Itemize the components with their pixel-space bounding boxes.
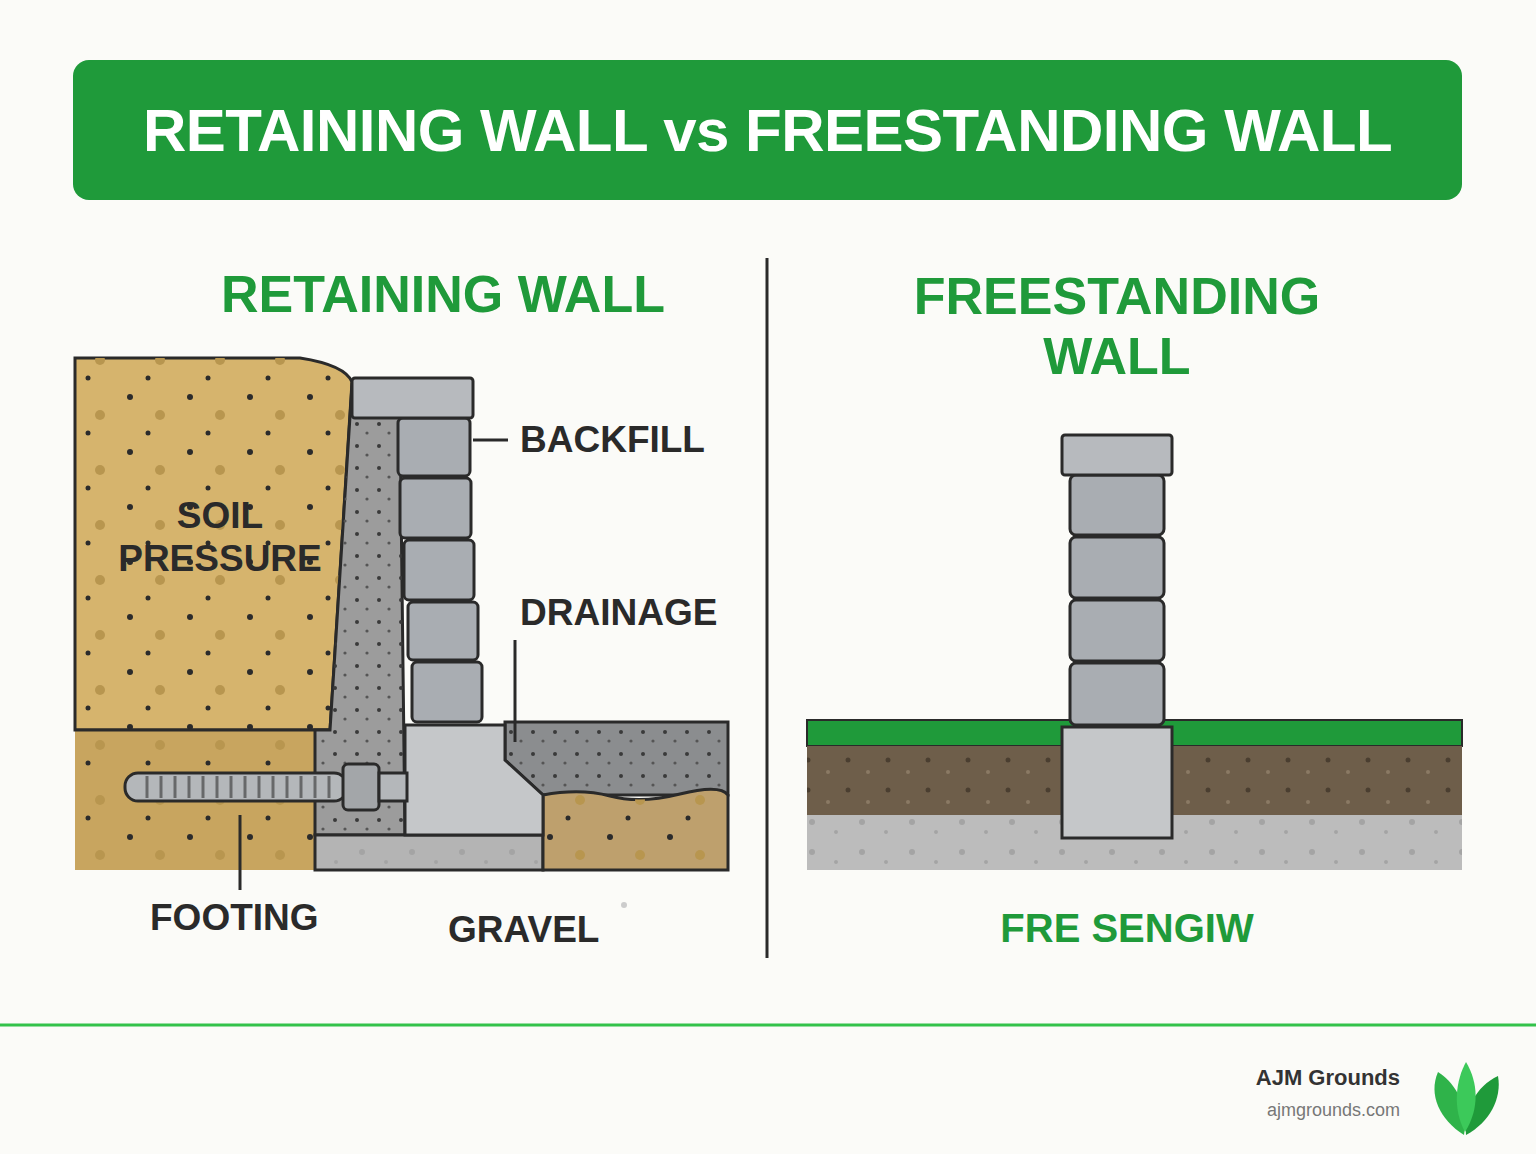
part-label: DRAINAGE xyxy=(520,592,717,635)
region-label: SOIL PRESSURE xyxy=(100,495,340,580)
section-heading: RETAINING WALL xyxy=(221,265,665,325)
part-label: GRAVEL xyxy=(448,909,599,952)
brand-name: AJM Grounds xyxy=(1256,1065,1400,1090)
caption-label: FRE SENGIW xyxy=(1000,905,1253,951)
part-label: BACKFILL xyxy=(520,419,705,462)
section-heading: FREESTANDING WALL xyxy=(897,267,1337,387)
title-text: RETAINING WALL vs FREESTANDING WALL xyxy=(143,96,1392,165)
brand-url: ajmgrounds.com xyxy=(1267,1100,1400,1121)
part-label: FOOTING xyxy=(150,897,319,940)
title-banner: RETAINING WALL vs FREESTANDING WALL xyxy=(73,60,1462,200)
